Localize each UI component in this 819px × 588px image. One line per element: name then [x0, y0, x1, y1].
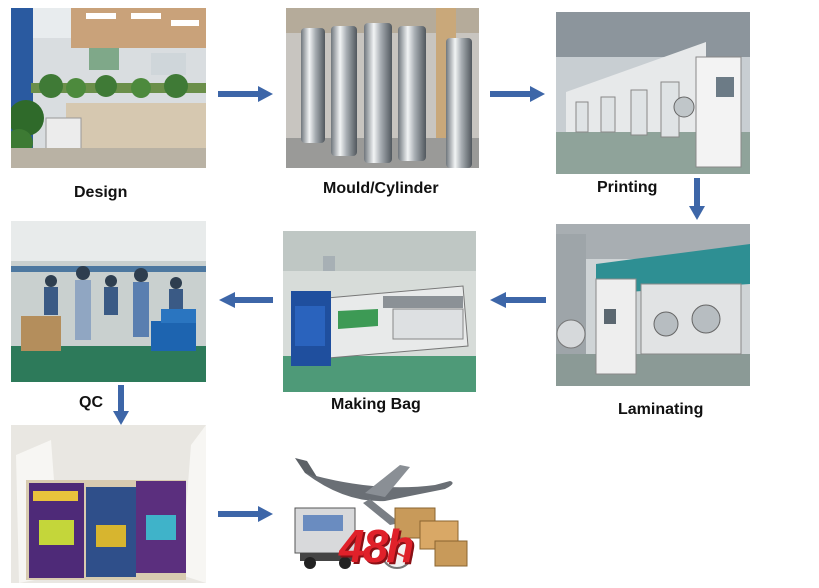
making-bag-photo	[283, 231, 476, 392]
arrow-left-icon	[490, 292, 546, 308]
arrow-down-icon	[113, 385, 129, 425]
qc-photo	[11, 221, 206, 382]
step-label-laminating: Laminating	[618, 401, 704, 418]
mould-photo	[286, 8, 479, 168]
arrow-left-icon	[219, 292, 273, 308]
step-label-design: Design	[74, 184, 128, 201]
step-label-qc: QC	[79, 394, 103, 411]
airplane-icon	[295, 458, 453, 525]
truck-icon	[294, 507, 356, 569]
delivery-illustration: 48h	[285, 453, 477, 578]
stopwatch-icon	[381, 535, 413, 569]
arrow-right-icon	[490, 86, 545, 102]
design-photo	[11, 8, 206, 168]
packed-box-photo	[11, 425, 206, 583]
delivery-48h-badge: 48h	[339, 520, 414, 572]
step-label-making-bag: Making Bag	[331, 396, 421, 413]
printing-photo	[556, 12, 750, 174]
laminating-photo	[556, 224, 750, 386]
step-label-printing: Printing	[597, 179, 658, 196]
step-label-mould: Mould/Cylinder	[323, 180, 439, 197]
arrow-right-icon	[218, 86, 273, 102]
arrow-down-icon	[689, 178, 705, 220]
arrow-right-icon	[218, 506, 273, 522]
